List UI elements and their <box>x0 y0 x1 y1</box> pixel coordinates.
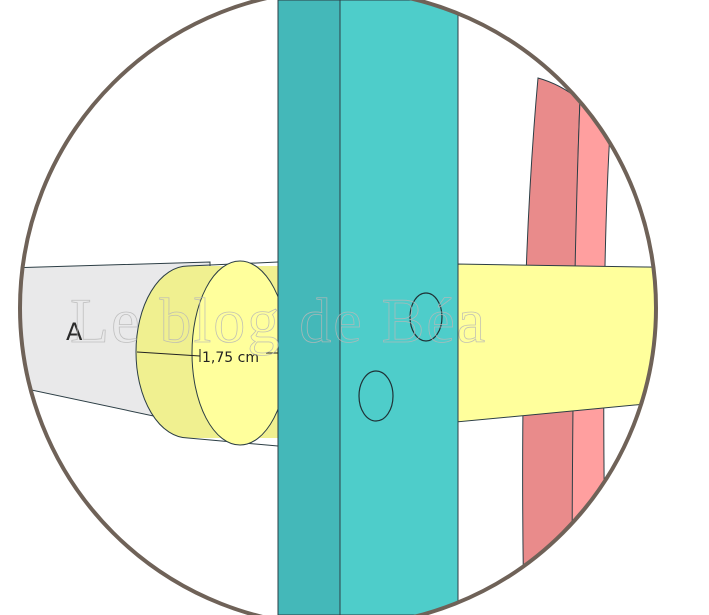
dimension-line-left <box>136 351 201 357</box>
dimension-label: 1,75 cm <box>202 350 259 366</box>
teal-post-front <box>339 0 459 615</box>
part-label: A <box>66 318 83 346</box>
yellow-crossbar <box>455 263 656 423</box>
teal-post-side <box>277 0 341 615</box>
dowel-hole-upper <box>409 292 443 342</box>
dowel-hole-lower <box>358 370 394 422</box>
watermark-text: Le blog de Béa <box>70 285 487 356</box>
circular-frame <box>18 0 658 615</box>
